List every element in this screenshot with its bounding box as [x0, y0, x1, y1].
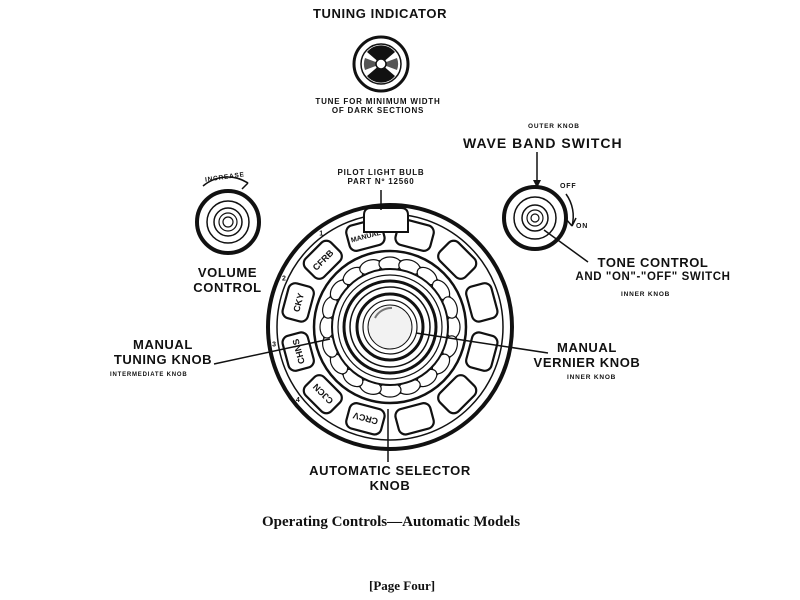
off-on-arrow: [565, 193, 577, 227]
tone-leader: [543, 229, 589, 263]
pilot-line2: PART Nº 12560: [347, 177, 415, 187]
station-button-face: [465, 282, 499, 323]
tuning-indicator-title: TUNING INDICATOR: [313, 6, 448, 21]
station-button-face: [302, 239, 343, 280]
wave-band-arrowhead: [533, 180, 541, 188]
pilot-light-window: [363, 207, 409, 233]
tone-line1: TONE CONTROL: [597, 255, 709, 270]
tone-sub: INNER KNOB: [621, 291, 671, 298]
manual-tuning-line1: MANUAL: [133, 337, 193, 352]
figure-caption: Operating Controls—Automatic Models: [262, 514, 521, 530]
volume-line1: VOLUME: [197, 265, 258, 280]
station-button-face: [437, 239, 478, 280]
manual-vernier-line1: MANUAL: [557, 340, 617, 355]
on-label: ON: [576, 223, 589, 230]
wave-band-sub: OUTER KNOB: [528, 123, 580, 130]
off-label: OFF: [560, 183, 577, 190]
manual-vernier-label: MANUAL VERNIER KNOB: [527, 340, 647, 371]
station-button-face: [345, 402, 386, 436]
page-number: [Page Four]: [369, 578, 436, 593]
blank-station-button[interactable]: [394, 402, 436, 436]
station-button-label: CKY: [291, 292, 306, 313]
manual-vernier-leader: [415, 332, 549, 354]
tuning-note-line1: TUNE FOR MINIMUM WIDTH: [315, 97, 441, 106]
selector-line2: KNOB: [369, 477, 411, 493]
wave-band-title: WAVE BAND SWITCH: [463, 135, 623, 151]
manual-tuning-label: MANUAL TUNING KNOB: [103, 337, 223, 368]
station-button-face: [281, 331, 315, 372]
station-button[interactable]: CFRB: [301, 238, 345, 282]
station-button-face: [281, 282, 315, 323]
manual-tuning-leader: [213, 338, 331, 365]
station-number: 2: [282, 276, 286, 283]
increase-arrow: [202, 176, 249, 190]
pilot-light-label: PILOT LIGHT BULB PART Nº 12560: [316, 168, 446, 186]
tuning-note-line2: OF DARK SECTIONS: [331, 106, 425, 116]
wave-band-tone-knob[interactable]: [502, 185, 568, 251]
volume-line2: CONTROL: [193, 279, 262, 295]
manual-vernier-sub: INNER KNOB: [567, 374, 617, 381]
station-button[interactable]: CRCV: [345, 402, 387, 436]
station-number: 1: [319, 230, 323, 237]
station-number: 4: [296, 397, 300, 404]
station-button-face: [302, 374, 343, 415]
tuning-indicator-eye: [352, 35, 410, 93]
blank-station-button[interactable]: [465, 282, 499, 324]
blank-station-button[interactable]: [435, 372, 479, 416]
station-button-face: [394, 402, 435, 436]
station-button[interactable]: CJCN: [301, 372, 345, 416]
station-button[interactable]: CKY: [281, 282, 315, 324]
selector-label: AUTOMATIC SELECTOR KNOB: [290, 463, 490, 494]
volume-control-label: VOLUME CONTROL: [175, 265, 280, 296]
blank-station-button[interactable]: [435, 238, 479, 282]
selector-line1: AUTOMATIC SELECTOR: [309, 463, 471, 478]
tone-line2: AND "ON"-"OFF" SWITCH: [575, 270, 731, 283]
tuning-indicator-note: TUNE FOR MINIMUM WIDTH OF DARK SECTIONS: [298, 97, 458, 115]
manual-tuning-sub: INTERMEDIATE KNOB: [110, 372, 188, 378]
station-button-face: [437, 374, 478, 415]
tone-control-label: TONE CONTROL AND "ON"-"OFF" SWITCH: [563, 255, 743, 284]
manual-vernier-knob[interactable]: [355, 292, 425, 362]
pilot-line1: PILOT LIGHT BULB: [337, 168, 425, 177]
manual-tuning-line2: TUNING KNOB: [113, 351, 213, 367]
station-number: 3: [272, 341, 276, 348]
manual-vernier-line2: VERNIER KNOB: [533, 354, 641, 370]
volume-knob[interactable]: [195, 189, 261, 255]
